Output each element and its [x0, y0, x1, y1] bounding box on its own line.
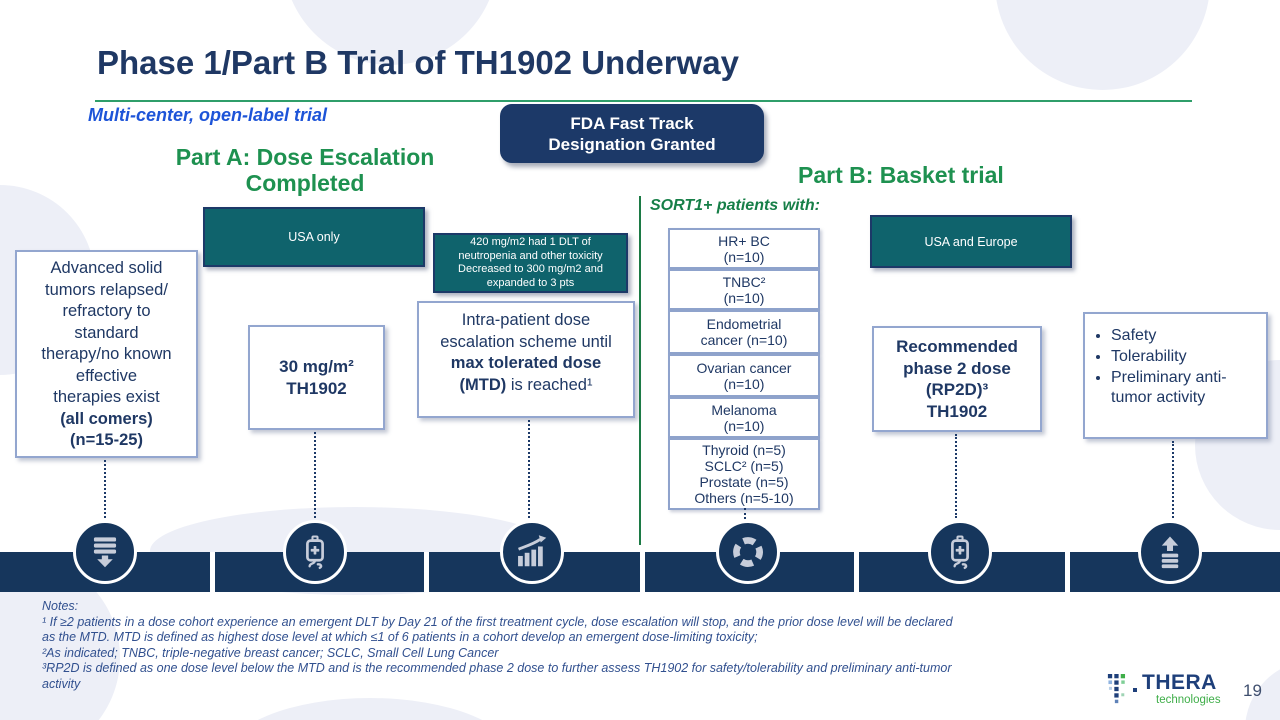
endpoint-item: Safety — [1111, 326, 1266, 346]
endpoints-list: Safety Tolerability Preliminary anti-tum… — [1085, 326, 1266, 408]
timeline-node — [73, 520, 137, 584]
trial-type-subtitle: Multi-center, open-label trial — [88, 105, 328, 125]
brand-subname: technologies — [1156, 694, 1221, 706]
dotted-connector — [104, 460, 106, 518]
endpoint-item: Tolerability — [1111, 347, 1266, 367]
part-divider-line — [639, 196, 641, 545]
timeline-node — [928, 520, 992, 584]
thera-logo-text: THERA technologies — [1142, 671, 1221, 707]
dotted-connector — [528, 420, 530, 518]
fda-fast-track-badge: FDA Fast Track Designation Granted — [500, 104, 764, 163]
dose-level-up-icon — [1161, 536, 1179, 569]
cohort-box-melanoma: Melanoma (n=10) — [668, 397, 820, 438]
footnotes: Notes: ¹ If ≥2 patients in a dose cohort… — [42, 599, 953, 691]
thera-logo-dot — [1133, 688, 1137, 692]
thera-logo: THERA technologies — [1106, 672, 1221, 706]
population-text-bold: (all comers) (n=15-25) — [60, 409, 153, 450]
escalation-text: Intra-patient dose escalation scheme unt… — [440, 311, 612, 351]
dotted-connector — [1172, 441, 1174, 518]
timeline-node — [1138, 520, 1202, 584]
timeline-node — [716, 520, 780, 584]
timeline-bar-gap — [1065, 552, 1070, 592]
timeline-bar-gap — [640, 552, 645, 592]
rp2d-box: Recommended phase 2 dose (RP2D)³ TH1902 — [872, 326, 1042, 432]
cohort-box-hr-bc: HR+ BC (n=10) — [668, 228, 820, 269]
iv-infusion-icon — [951, 535, 969, 570]
dlt-note-box: 420 mg/m2 had 1 DLT of neutropenia and o… — [433, 233, 628, 293]
population-box: Advanced solid tumors relapsed/ refracto… — [15, 250, 198, 458]
start-dose-box: 30 mg/m² TH1902 — [248, 325, 385, 430]
endpoint-item: Preliminary anti-tumor activity — [1111, 368, 1266, 408]
timeline-node — [283, 520, 347, 584]
cohort-box-others: Thyroid (n=5) SCLC² (n=5) Prostate (n=5)… — [668, 438, 820, 510]
page-number: 19 — [1243, 681, 1262, 700]
brand-name: THERA — [1142, 671, 1217, 694]
dotted-connector — [955, 434, 957, 518]
part-a-heading: Part A: Dose Escalation Completed — [175, 144, 435, 196]
decorative-circle — [995, 0, 1210, 90]
sort1-label: SORT1+ patients with: — [650, 197, 820, 214]
title-underline — [95, 100, 1192, 102]
thera-logo-mark — [1107, 674, 1126, 704]
timeline-bar-gap — [424, 552, 429, 592]
part-a-region-box: USA only — [203, 207, 425, 267]
escalation-scheme-box: Intra-patient dose escalation scheme unt… — [417, 301, 635, 418]
iv-infusion-icon — [306, 535, 324, 570]
page-title: Phase 1/Part B Trial of TH1902 Underway — [97, 44, 739, 81]
population-text: Advanced solid tumors relapsed/ refracto… — [41, 259, 172, 406]
dose-escalation-chart-icon — [518, 535, 547, 567]
cohort-box-endometrial: Endometrial cancer (n=10) — [668, 310, 820, 354]
escalation-text-post: is reached¹ — [506, 375, 593, 394]
timeline-bar-gap — [854, 552, 859, 592]
timeline-node — [500, 520, 564, 584]
cohort-box-tnbc: TNBC² (n=10) — [668, 269, 820, 310]
part-b-region-box: USA and Europe — [870, 215, 1072, 268]
escalation-text-bold: max tolerated dose (MTD) — [450, 354, 602, 394]
cohort-box-ovarian: Ovarian cancer (n=10) — [668, 354, 820, 397]
dotted-connector — [744, 508, 746, 519]
endpoints-box: Safety Tolerability Preliminary anti-tum… — [1083, 312, 1268, 439]
timeline-bar-gap — [210, 552, 215, 592]
part-b-heading: Part B: Basket trial — [798, 162, 1004, 188]
dotted-connector — [314, 432, 316, 518]
decorative-circle — [225, 698, 515, 720]
enrollment-funnel-icon — [93, 537, 117, 568]
treatment-cycle-icon — [733, 537, 763, 567]
